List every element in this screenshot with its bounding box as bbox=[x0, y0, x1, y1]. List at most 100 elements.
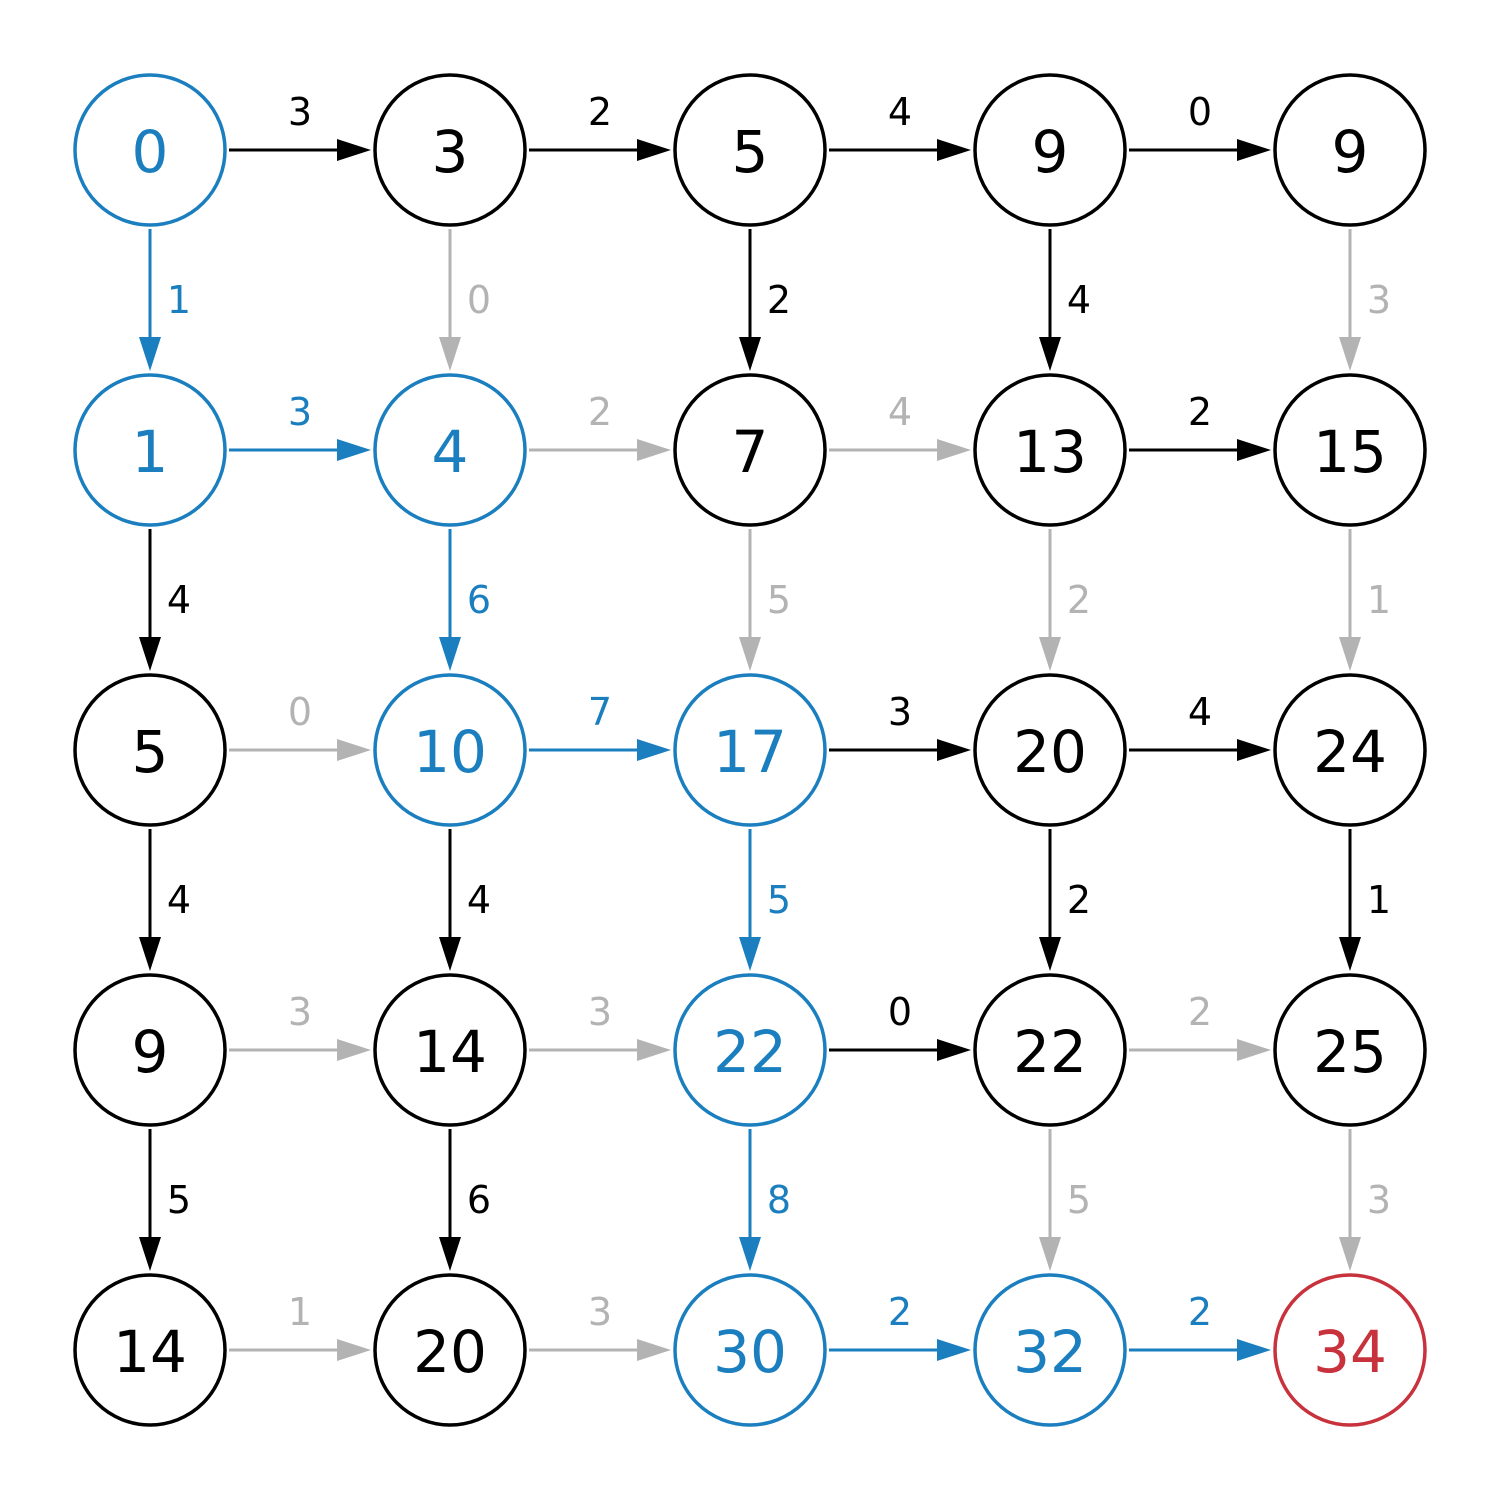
edge-right-r2-c0: 0 bbox=[229, 690, 371, 761]
edge-weight-right-r3-c0: 3 bbox=[288, 990, 312, 1034]
node-value: 20 bbox=[413, 1318, 487, 1386]
edge-weight-down-r2-c4: 1 bbox=[1367, 878, 1391, 922]
edge-weight-down-r2-c1: 4 bbox=[467, 878, 491, 922]
edge-weight-right-r2-c2: 3 bbox=[888, 690, 912, 734]
edge-weight-right-r0-c0: 3 bbox=[288, 90, 312, 134]
edge-right-r4-c3-arrowhead bbox=[1237, 1339, 1271, 1361]
edge-right-r3-c0-arrowhead bbox=[337, 1039, 371, 1061]
edge-right-r2-c3-arrowhead bbox=[1237, 739, 1271, 761]
node-value: 14 bbox=[113, 1318, 187, 1386]
node-r2-c1: 10 bbox=[373, 673, 527, 827]
edge-right-r4-c2-arrowhead bbox=[937, 1339, 971, 1361]
edge-weight-down-r3-c1: 6 bbox=[467, 1178, 491, 1222]
edge-weight-down-r2-c3: 2 bbox=[1067, 878, 1091, 922]
edge-down-r0-c0: 1 bbox=[139, 229, 191, 371]
node-value: 9 bbox=[132, 1018, 169, 1086]
edge-right-r4-c1-arrowhead bbox=[637, 1339, 671, 1361]
edge-right-r1-c1-arrowhead bbox=[637, 439, 671, 461]
node-r1-c3: 13 bbox=[973, 373, 1127, 527]
edge-down-r1-c4-arrowhead bbox=[1339, 637, 1361, 671]
edge-right-r3-c2: 0 bbox=[829, 990, 971, 1061]
edge-weight-down-r0-c4: 3 bbox=[1367, 278, 1391, 322]
edge-right-r2-c2-arrowhead bbox=[937, 739, 971, 761]
edge-down-r2-c4: 1 bbox=[1339, 829, 1391, 971]
edge-weight-down-r1-c1: 6 bbox=[467, 578, 491, 622]
node-value: 34 bbox=[1313, 1318, 1387, 1386]
node-r0-c0: 0 bbox=[73, 73, 227, 227]
edge-down-r1-c3: 2 bbox=[1039, 529, 1091, 671]
edge-down-r3-c0-arrowhead bbox=[139, 1237, 161, 1271]
node-r4-c4: 34 bbox=[1273, 1273, 1427, 1427]
edge-right-r1-c2-arrowhead bbox=[937, 439, 971, 461]
edge-weight-right-r0-c1: 2 bbox=[588, 90, 612, 134]
node-value: 5 bbox=[132, 718, 169, 786]
node-r1-c1: 4 bbox=[373, 373, 527, 527]
node-circle bbox=[73, 73, 227, 227]
edge-right-r3-c3-arrowhead bbox=[1237, 1039, 1271, 1061]
edge-down-r0-c1: 0 bbox=[439, 229, 491, 371]
node-value: 15 bbox=[1313, 418, 1387, 486]
node-circle bbox=[73, 673, 227, 827]
edge-right-r1-c0-arrowhead bbox=[337, 439, 371, 461]
edge-weight-down-r1-c4: 1 bbox=[1367, 578, 1391, 622]
node-circle bbox=[373, 73, 527, 227]
node-value: 1 bbox=[132, 418, 169, 486]
node-circle bbox=[1273, 73, 1427, 227]
node-circle bbox=[373, 373, 527, 527]
node-circle bbox=[1273, 673, 1427, 827]
edge-right-r0-c0-arrowhead bbox=[337, 139, 371, 161]
node-circle bbox=[973, 373, 1127, 527]
edge-weight-down-r0-c2: 2 bbox=[767, 278, 791, 322]
edge-weight-down-r1-c0: 4 bbox=[167, 578, 191, 622]
node-circle bbox=[973, 973, 1127, 1127]
node-r4-c0: 14 bbox=[73, 1273, 227, 1427]
edge-weight-down-r3-c3: 5 bbox=[1067, 1178, 1091, 1222]
edge-down-r3-c0: 5 bbox=[139, 1129, 191, 1271]
edge-right-r0-c0: 3 bbox=[229, 90, 371, 161]
edge-weight-right-r0-c3: 0 bbox=[1188, 90, 1212, 134]
node-r2-c3: 20 bbox=[973, 673, 1127, 827]
node-value: 25 bbox=[1313, 1018, 1387, 1086]
edge-down-r2-c3-arrowhead bbox=[1039, 937, 1061, 971]
node-value: 30 bbox=[713, 1318, 787, 1386]
edge-weight-down-r0-c1: 0 bbox=[467, 278, 491, 322]
node-value: 14 bbox=[413, 1018, 487, 1086]
edge-down-r2-c2-arrowhead bbox=[739, 937, 761, 971]
node-circle bbox=[373, 1273, 527, 1427]
edge-weight-down-r2-c2: 5 bbox=[767, 878, 791, 922]
node-r3-c2: 22 bbox=[673, 973, 827, 1127]
edge-right-r1-c0: 3 bbox=[229, 390, 371, 461]
edge-down-r1-c0: 4 bbox=[139, 529, 191, 671]
edge-down-r1-c3-arrowhead bbox=[1039, 637, 1061, 671]
edge-right-r3-c0: 3 bbox=[229, 990, 371, 1061]
node-circle bbox=[73, 1273, 227, 1427]
node-value: 7 bbox=[732, 418, 769, 486]
node-r0-c4: 9 bbox=[1273, 73, 1427, 227]
edge-weight-right-r1-c3: 2 bbox=[1188, 390, 1212, 434]
node-r3-c1: 14 bbox=[373, 973, 527, 1127]
edge-down-r3-c1: 6 bbox=[439, 1129, 491, 1271]
edge-down-r1-c0-arrowhead bbox=[139, 637, 161, 671]
edge-down-r0-c1-arrowhead bbox=[439, 337, 461, 371]
node-circle bbox=[73, 373, 227, 527]
node-circle bbox=[973, 73, 1127, 227]
node-circle bbox=[973, 1273, 1127, 1427]
edge-down-r0-c3-arrowhead bbox=[1039, 337, 1061, 371]
edge-right-r4-c0: 1 bbox=[229, 1290, 371, 1361]
edge-down-r3-c2-arrowhead bbox=[739, 1237, 761, 1271]
edge-right-r0-c2-arrowhead bbox=[937, 139, 971, 161]
node-circle bbox=[73, 973, 227, 1127]
edge-right-r0-c1: 2 bbox=[529, 90, 671, 161]
node-value: 13 bbox=[1013, 418, 1087, 486]
edge-down-r1-c4: 1 bbox=[1339, 529, 1391, 671]
node-value: 20 bbox=[1013, 718, 1087, 786]
node-circle bbox=[373, 973, 527, 1127]
edge-weight-right-r0-c2: 4 bbox=[888, 90, 912, 134]
edge-down-r0-c2: 2 bbox=[739, 229, 791, 371]
edge-right-r3-c1: 3 bbox=[529, 990, 671, 1061]
edge-down-r2-c3: 2 bbox=[1039, 829, 1091, 971]
node-r3-c4: 25 bbox=[1273, 973, 1427, 1127]
